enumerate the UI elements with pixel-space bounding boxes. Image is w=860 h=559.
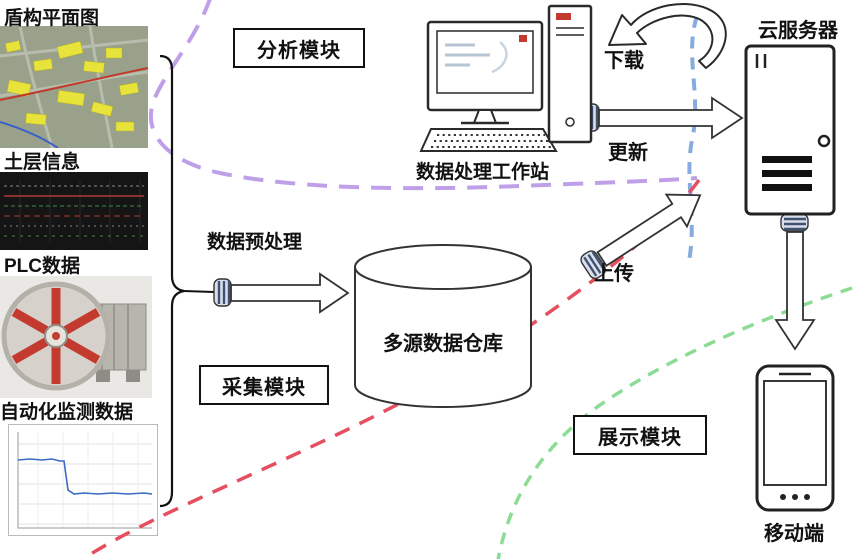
brace-connector-line <box>183 290 215 293</box>
source-label-soil-info: 土层信息 <box>4 152 81 173</box>
plc-tbm-image <box>0 276 152 398</box>
shield-plan-image <box>0 25 149 149</box>
monitoring-series-line <box>17 458 153 495</box>
cloud-server-label: 云服务器 <box>758 20 838 42</box>
mobile-label: 移动端 <box>764 523 824 545</box>
map-route-line <box>0 67 149 101</box>
workstation-icon <box>419 4 593 152</box>
display-boundary-dash <box>496 286 853 559</box>
preprocess-label: 数据预处理 <box>207 232 303 253</box>
analysis-boundary-dash <box>148 0 698 191</box>
collection-boundary-dash <box>85 178 701 559</box>
warehouse-label: 多源数据仓库 <box>383 333 503 355</box>
update-arrow <box>581 96 744 140</box>
source-label-shield-plan: 盾构平面图 <box>4 8 100 29</box>
shield-plan-image-art <box>0 25 149 149</box>
workstation-label: 数据处理工作站 <box>415 162 549 183</box>
power-button <box>817 134 831 148</box>
collection-module-box: 采集模块 <box>199 365 329 405</box>
monitoring-chart-image <box>8 424 158 536</box>
display-module-box: 展示模块 <box>573 415 707 455</box>
source-label-auto-monitoring: 自动化监测数据 <box>0 402 134 423</box>
source-brace <box>159 54 185 508</box>
analysis-module-box: 分析模块 <box>233 28 365 68</box>
warehouse-cylinder <box>354 244 532 408</box>
soil-info-image <box>0 172 148 250</box>
mobile-phone-icon <box>755 364 835 512</box>
soil-info-image-art <box>0 172 148 250</box>
preprocess-arrow <box>213 272 350 314</box>
upload-label: 上传 <box>594 263 634 285</box>
download-label: 下载 <box>604 50 644 72</box>
update-label: 更新 <box>608 142 648 164</box>
phone-screen <box>763 380 827 486</box>
cloud-boundary-dash <box>686 15 699 267</box>
plc-tbm-image-art <box>0 276 152 398</box>
monitor-stand <box>472 109 498 124</box>
download-arrow <box>608 3 727 69</box>
tower-case <box>547 4 593 144</box>
source-label-plc-data: PLC数据 <box>4 256 81 277</box>
monitoring-chart-art <box>8 424 158 536</box>
cloud-server-icon <box>744 44 836 216</box>
monitor-screen <box>436 30 534 94</box>
upload-arrow <box>580 193 702 280</box>
cloud-to-mobile-arrow <box>774 213 816 351</box>
map-building-patches <box>5 40 140 132</box>
